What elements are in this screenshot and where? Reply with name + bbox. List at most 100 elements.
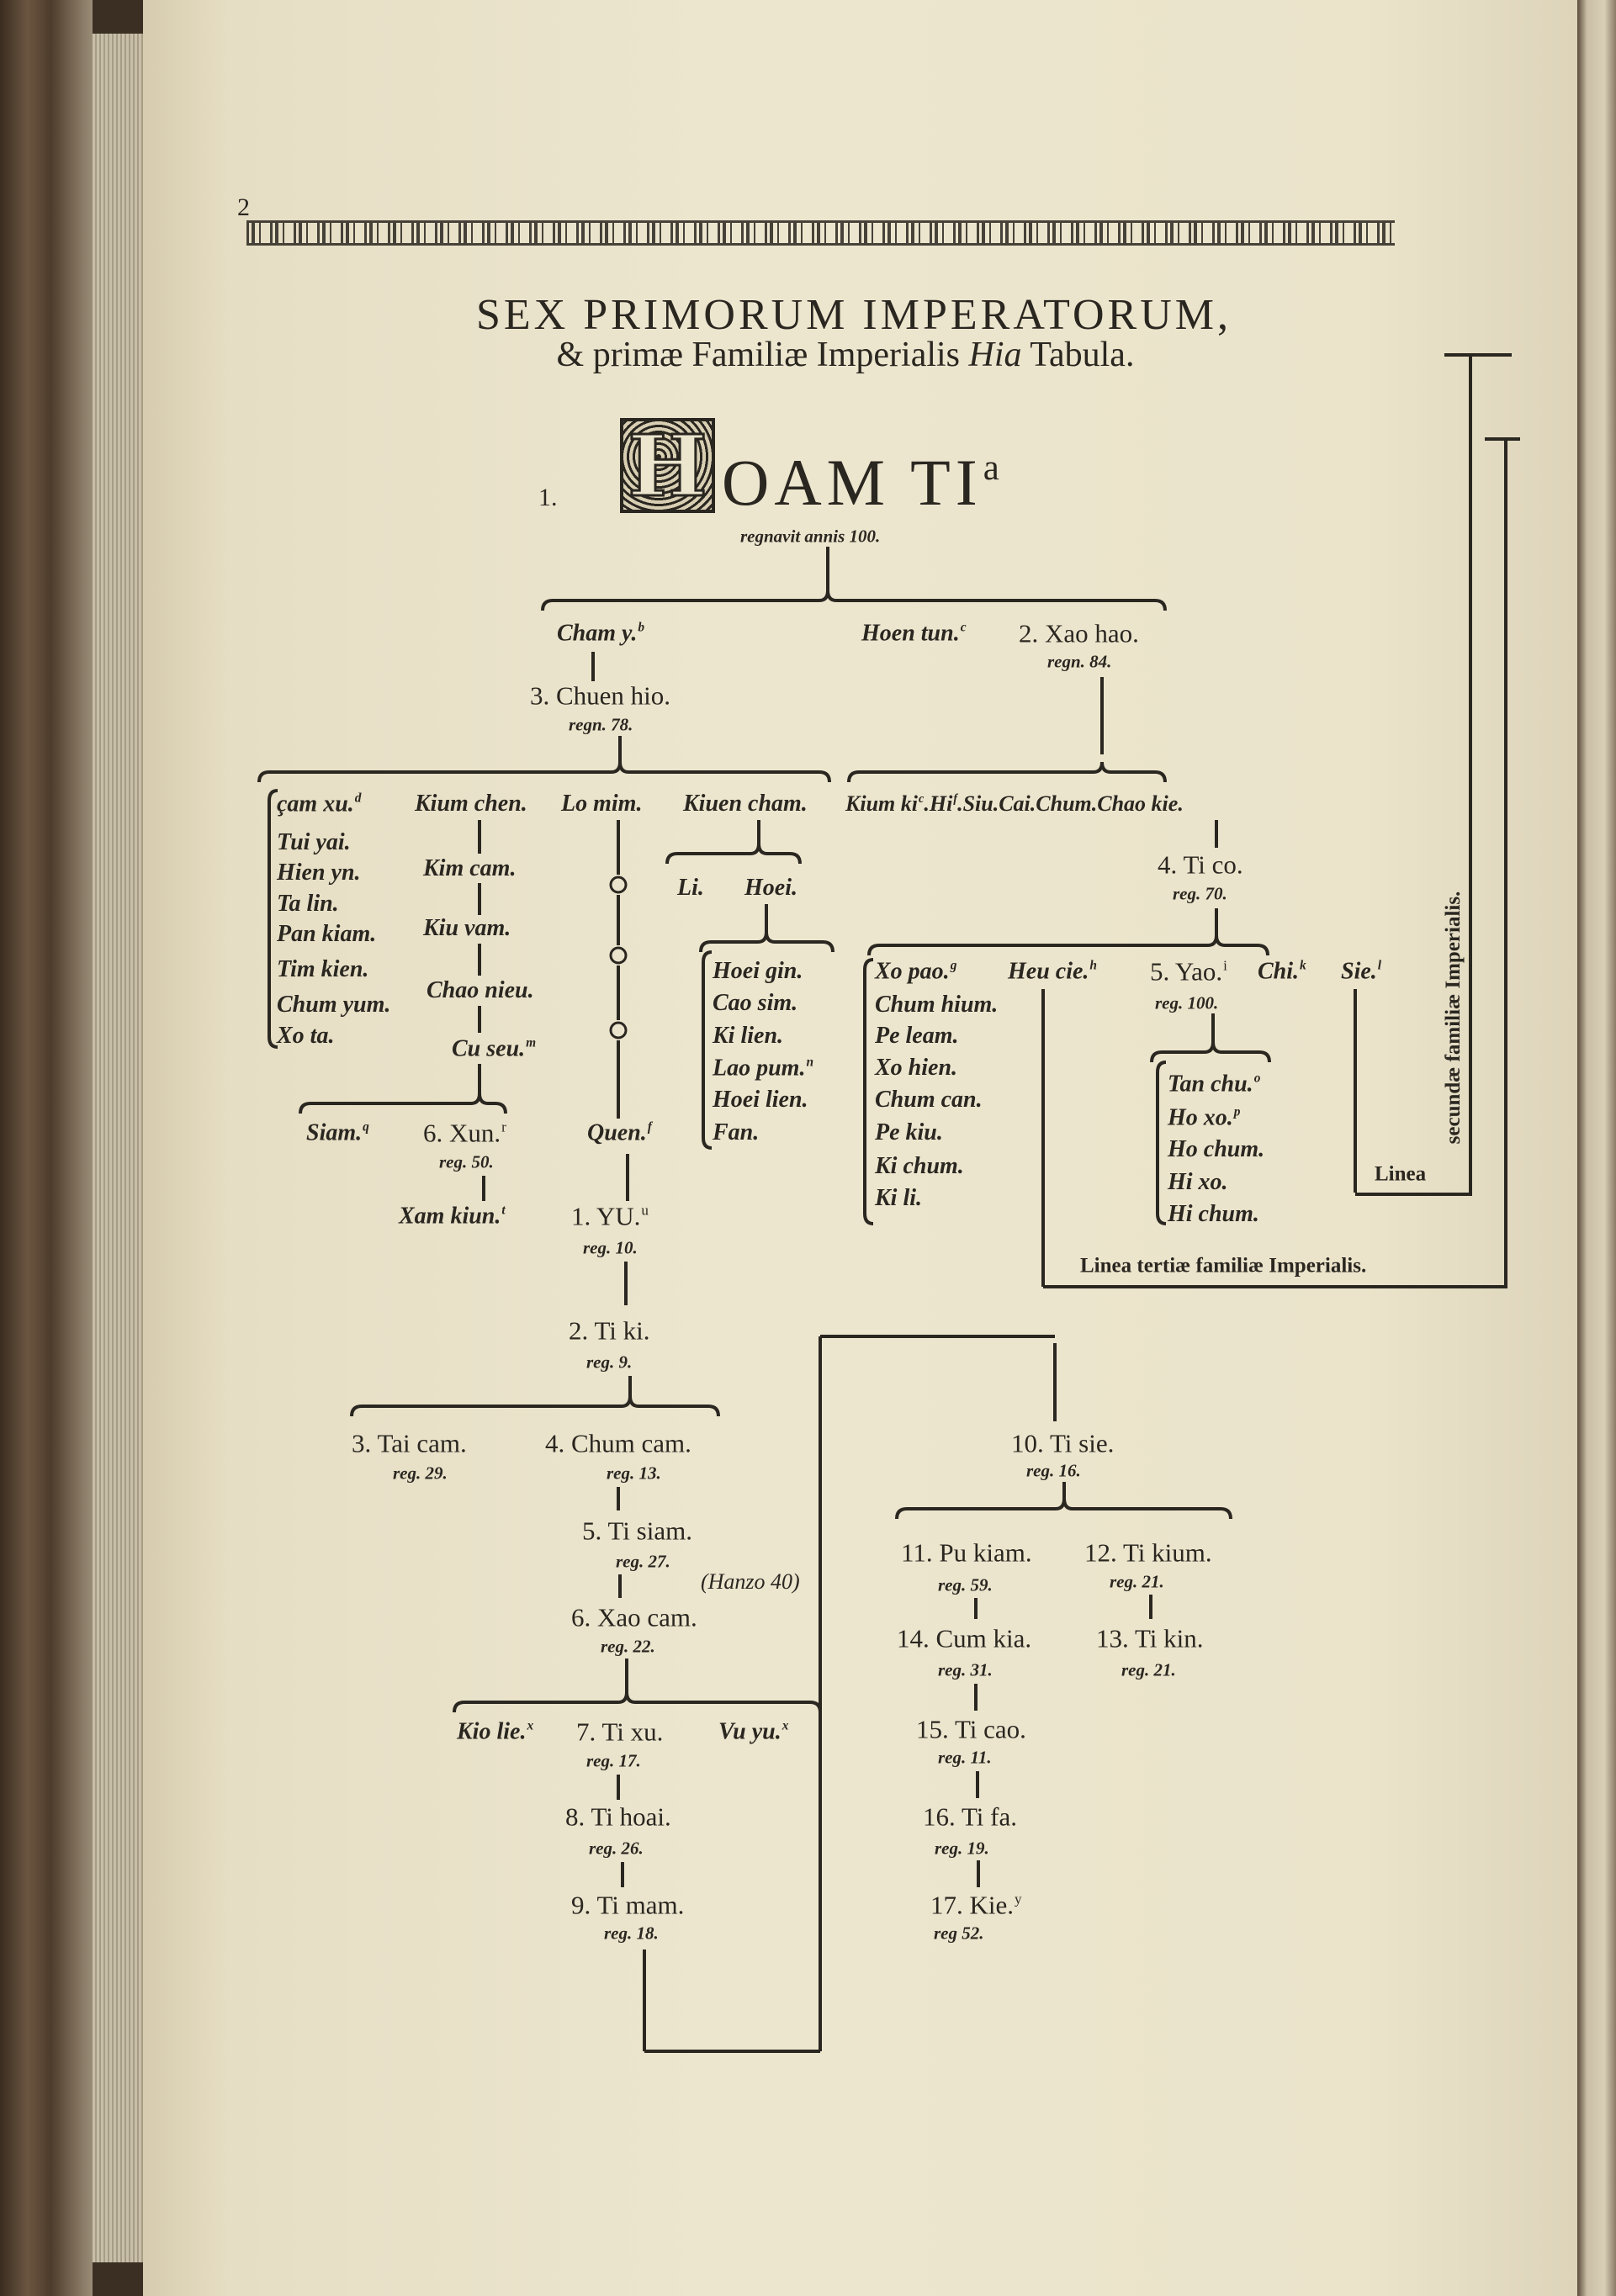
- node-name: Ki chum.: [875, 1153, 964, 1179]
- node-name: Pe leam.: [875, 1023, 959, 1049]
- brace-line: [350, 1395, 720, 1417]
- node-name: Sie.: [1341, 958, 1377, 985]
- reign-years: reg. 11.: [938, 1747, 992, 1768]
- list-item: Tan chu.o: [1168, 1071, 1261, 1097]
- tree-node: 2. Ti ki.: [569, 1318, 650, 1344]
- reign-years: reg. 29.: [393, 1463, 448, 1484]
- reign-years: reg. 16.: [1026, 1460, 1081, 1481]
- node-name: Cham y.: [557, 620, 638, 647]
- node-name: 8. Ti hoai.: [565, 1801, 671, 1832]
- node-name: Siam.: [306, 1119, 363, 1146]
- node-name: 11. Pu kiam.: [901, 1537, 1032, 1568]
- node-name: 3. Tai cam.: [352, 1428, 467, 1458]
- footnote-mark: c: [918, 792, 925, 806]
- generation-gap-circle: [609, 1021, 628, 1040]
- bracket-line: [863, 958, 874, 1225]
- footnote-mark: d: [354, 791, 362, 806]
- tree-node: Li.: [677, 876, 704, 900]
- node-name: 3. Chuen hio.: [530, 680, 671, 711]
- footnote-mark: r: [501, 1119, 506, 1135]
- brace-line: [257, 761, 831, 783]
- reign-years: reg. 22.: [601, 1636, 655, 1657]
- node-name: 7. Ti xu.: [576, 1717, 664, 1747]
- list-item: Hien yn.: [277, 861, 361, 885]
- node-name: Tim kien.: [277, 956, 369, 982]
- node-name: Kiu vam.: [423, 915, 511, 941]
- brace-line: [1150, 1041, 1271, 1063]
- node-name: Chum yum.: [277, 992, 391, 1018]
- reign-years: reg. 31.: [938, 1659, 993, 1680]
- node-name: Ho chum.: [1168, 1136, 1265, 1162]
- tree-node: 11. Pu kiam.: [901, 1540, 1032, 1566]
- footnote-mark: l: [1377, 958, 1382, 973]
- reign-years: reg. 21.: [1121, 1659, 1176, 1680]
- list-item: Ki lien.: [713, 1024, 783, 1048]
- generation-gap-circle: [609, 946, 628, 965]
- facing-page-edge: [1577, 0, 1616, 2296]
- tree-node: 6. Xun.r: [423, 1120, 506, 1146]
- list-item: Chum hium.: [875, 993, 998, 1017]
- node-name: Lo mim.: [561, 791, 643, 817]
- bracket-line: [1156, 1061, 1167, 1225]
- book-spine: [0, 0, 93, 2296]
- footnote-mark: k: [1300, 958, 1306, 973]
- tree-node: Quen.f: [587, 1119, 652, 1146]
- node-name: 10. Ti sie.: [1011, 1428, 1115, 1458]
- node-name: Ta lin.: [277, 891, 339, 917]
- node-name: çam xu.: [277, 791, 354, 817]
- node-name: Hi xo.: [1168, 1169, 1228, 1195]
- tree-node: 5. Yao.i: [1150, 959, 1227, 985]
- brace-line: [699, 931, 834, 953]
- tree-node: 15. Ti cao.: [916, 1717, 1026, 1743]
- ornamental-border: [246, 220, 1395, 246]
- node-name: 6. Xao cam.: [571, 1602, 697, 1632]
- reign-years: reg. 13.: [607, 1463, 661, 1484]
- footnote-mark: t: [501, 1203, 506, 1218]
- list-item: çam xu.d: [277, 791, 362, 817]
- reign-years: reg. 70.: [1173, 883, 1227, 904]
- tree-node: 3. Chuen hio.: [530, 683, 670, 709]
- tree-node: 12. Ti kium.: [1084, 1540, 1212, 1566]
- tree-node: Kiuen cham.: [683, 792, 808, 816]
- node-name: 15. Ti cao.: [916, 1714, 1026, 1744]
- brace-line: [541, 590, 1167, 611]
- node-name: Fan.: [713, 1119, 760, 1145]
- node-name: Quen.: [587, 1119, 647, 1146]
- node-name: 13. Ti kin.: [1096, 1623, 1204, 1653]
- tree-node: Xo pao.g: [875, 958, 957, 984]
- footnote-mark: f: [953, 792, 958, 806]
- list-item: Hi xo.: [1168, 1171, 1228, 1194]
- tree-node: Hoei.: [744, 876, 797, 900]
- tree-node: 13. Ti kin.: [1096, 1626, 1204, 1652]
- tree-node: 14. Cum kia.: [897, 1626, 1031, 1652]
- title-line-2: & primæ Familiæ Imperialis Hia Tabula.: [395, 335, 1295, 375]
- node-name: Kim cam.: [423, 855, 517, 881]
- reign-years: regn. 84.: [1047, 651, 1112, 672]
- tree-node: Vu yu.x: [718, 1719, 788, 1744]
- list-item: Ki chum.: [875, 1155, 964, 1178]
- reign-years: reg. 50.: [439, 1151, 494, 1172]
- tree-node: 5. Ti siam.: [582, 1518, 692, 1544]
- list-item: Chao nieu.: [427, 979, 534, 1003]
- list-item: Hi chum.: [1168, 1203, 1259, 1226]
- node-name: 2. Ti ki.: [569, 1315, 650, 1346]
- node-name: .Siu.Cai.Chum.Chao kie.: [957, 791, 1184, 816]
- brace-line: [299, 1092, 507, 1114]
- node-name: Chao nieu.: [427, 977, 534, 1003]
- footnote-mark: g: [950, 958, 957, 973]
- footnote-mark: p: [1233, 1104, 1241, 1119]
- node-name: Kio lie.: [457, 1718, 527, 1745]
- reign-years: reg. 27.: [616, 1551, 670, 1572]
- node-name: (Hanzo 40): [701, 1569, 800, 1594]
- root-reign: regnavit annis 100.: [740, 526, 881, 547]
- list-item: Pe leam.: [875, 1024, 959, 1048]
- node-name: 2. Xao hao.: [1019, 618, 1139, 648]
- footnote-mark: h: [1089, 958, 1097, 973]
- node-name: Li.: [677, 875, 704, 901]
- node-name: 12. Ti kium.: [1084, 1537, 1212, 1568]
- node-name: Ki lien.: [713, 1023, 784, 1049]
- reign-years: reg. 9.: [586, 1352, 633, 1373]
- footnote-mark: o: [1253, 1071, 1261, 1086]
- list-item: Xo ta.: [277, 1024, 334, 1048]
